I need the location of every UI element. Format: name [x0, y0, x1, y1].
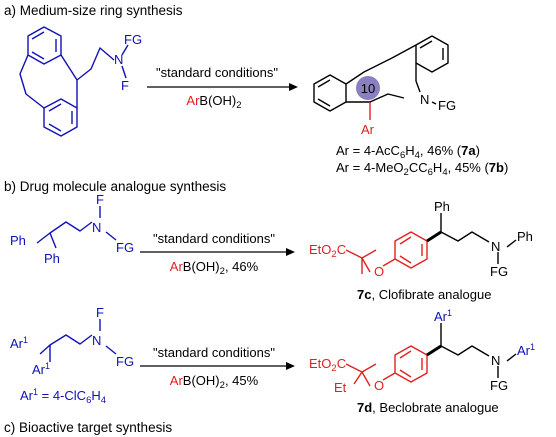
substrate-c-fluorine: F	[96, 305, 104, 320]
substrate-a-fg: FG	[124, 32, 142, 47]
section-b-heading: b) Drug molecule analogue synthesis	[4, 179, 226, 194]
product-c-nitrogen: N	[491, 353, 500, 368]
substrate-b-nitrogen: N	[92, 220, 101, 235]
substrate-a-nitrogen: N	[114, 52, 123, 67]
arrow-a-head	[289, 83, 298, 91]
substrate-b-fg: FG	[116, 240, 134, 255]
conditions-a: "standard conditions"	[156, 65, 278, 80]
substrate-a-fluorine: F	[121, 78, 129, 93]
product-b-phenyl-n: Ph	[517, 229, 533, 244]
reagent-a: ArB(OH)2	[186, 93, 241, 111]
product-b-fg: FG	[490, 264, 508, 279]
conditions-b: "standard conditions"	[153, 231, 275, 246]
substrate-c-fg: FG	[116, 354, 134, 369]
section-c-heading: c) Bioactive target synthesis	[4, 420, 172, 435]
product-b-structure	[345, 213, 517, 274]
substrate-b-phenyl-2: Ph	[44, 251, 60, 266]
substrate-c-nitrogen: N	[92, 333, 101, 348]
product-a-nitrogen: N	[420, 92, 429, 107]
product-c-ether-oxygen: O	[374, 378, 384, 393]
product-c-ethyl: Et	[334, 380, 347, 395]
reagent-c: ArB(OH)2, 45%	[170, 373, 259, 391]
caption-7d: 7d, Beclobrate analogue	[357, 400, 499, 415]
substrate-b-fluorine: F	[96, 192, 104, 207]
benzylic-ch	[60, 54, 78, 99]
product-b-aryl-ring	[394, 231, 428, 269]
substrate-b-structure	[36, 206, 117, 249]
arrow-c-head	[286, 362, 295, 370]
product-a-aryl: Ar	[361, 122, 375, 137]
product-c-fg: FG	[490, 378, 508, 393]
reagent-b: ArB(OH)2, 46%	[170, 259, 259, 277]
result-7a: Ar = 4-AcC6H4, 46% (7a)	[336, 143, 480, 161]
product-c-aryl-ring	[394, 345, 428, 383]
ethano-bridge	[19, 54, 45, 109]
product-c-aryl-n: Ar1	[517, 342, 535, 358]
arrow-b-head	[286, 248, 295, 256]
side-chain	[76, 47, 115, 81]
ring-size-label: 10	[361, 81, 375, 96]
product-b-nitrogen: N	[491, 239, 500, 254]
product-c-ester: EtO2C	[309, 356, 346, 374]
caption-7c: 7c, Clofibrate analogue	[357, 287, 491, 302]
benzene-ring-bottom	[43, 98, 78, 137]
product-b-ester: EtO2C	[309, 242, 346, 260]
aryl-definition: Ar1 = 4-ClC6H4	[20, 387, 106, 406]
conditions-c: "standard conditions"	[153, 345, 275, 360]
ring-size-highlight	[356, 76, 380, 100]
substrate-c-aryl-2: Ar1	[32, 361, 50, 377]
product-c-aryl: Ar1	[434, 308, 452, 324]
product-c-structure	[345, 323, 517, 387]
substrate-a-structure	[19, 26, 129, 137]
product-b-phenyl: Ph	[434, 199, 450, 214]
result-7b: Ar = 4-MeO2CC6H4, 45% (7b)	[336, 160, 508, 178]
substrate-c-structure	[39, 319, 117, 362]
product-a-fg: FG	[438, 98, 456, 113]
substrate-b-phenyl-1: Ph	[10, 233, 26, 248]
section-a-heading: a) Medium-size ring synthesis	[4, 3, 183, 18]
product-a-structure	[313, 35, 449, 120]
product-b-ether-oxygen: O	[374, 264, 384, 279]
substrate-c-aryl-1: Ar1	[10, 335, 28, 351]
